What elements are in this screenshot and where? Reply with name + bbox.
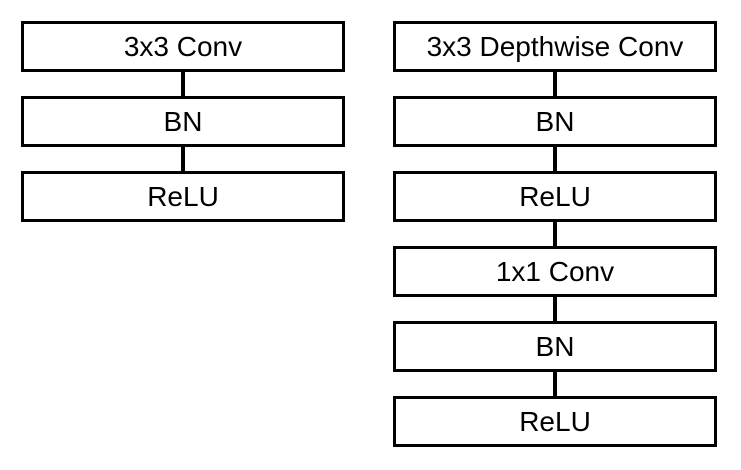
bn-block: BN: [21, 96, 345, 147]
connector: [553, 147, 557, 171]
connector: [553, 297, 557, 321]
relu-block: ReLU: [21, 171, 345, 222]
connector: [181, 72, 185, 96]
relu-block: ReLU: [393, 171, 717, 222]
pointwise-conv1x1-block: 1x1 Conv: [393, 246, 717, 297]
connector: [553, 222, 557, 246]
bn-block: BN: [393, 321, 717, 372]
connector: [553, 372, 557, 396]
conv3x3-block: 3x3 Conv: [21, 21, 345, 72]
connector: [553, 72, 557, 96]
connector: [181, 147, 185, 171]
depthwise-conv3x3-block: 3x3 Depthwise Conv: [393, 21, 717, 72]
relu-block: ReLU: [393, 396, 717, 447]
bn-block: BN: [393, 96, 717, 147]
